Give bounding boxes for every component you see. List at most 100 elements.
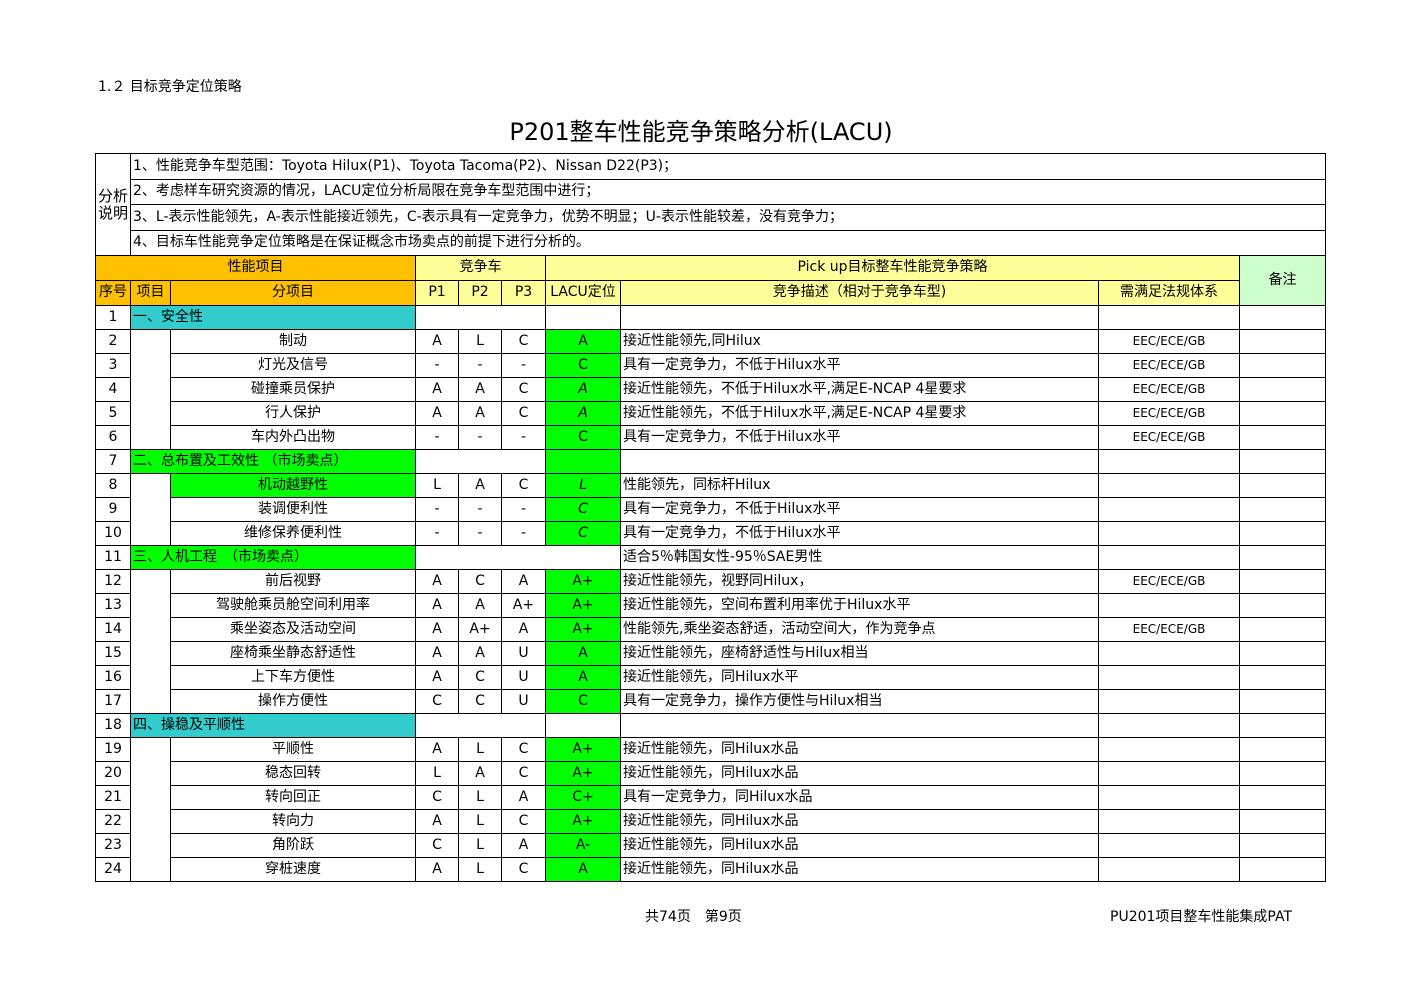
row-seq: 1: [95, 305, 131, 330]
row-p3: C: [501, 761, 546, 786]
row-subitem: 制动: [170, 329, 416, 354]
lacu-empty: [545, 449, 621, 474]
row-subitem: 座椅乘坐静态舒适性: [170, 641, 416, 666]
row-p2: C: [458, 665, 502, 690]
row-seq: 15: [95, 641, 131, 666]
row-subitem: 装调便利性: [170, 497, 416, 522]
empty-cell: [415, 713, 546, 738]
footer-project-name: PU201项目整车性能集成PAT: [1110, 909, 1292, 925]
row-remark: [1238, 377, 1327, 402]
row-remark: [1238, 425, 1327, 450]
row-reg: [1098, 761, 1240, 786]
row-p1: -: [415, 521, 459, 546]
row-p1: -: [415, 497, 459, 522]
row-reg: [1098, 737, 1240, 762]
row-lacu: A+: [545, 569, 621, 594]
row-p3: C: [501, 473, 546, 498]
category-label: 一、安全性: [130, 305, 416, 330]
row-seq: 6: [95, 425, 131, 450]
header-remark: 备注: [1238, 255, 1327, 306]
row-p1: A: [415, 857, 459, 882]
row-p3: -: [501, 497, 546, 522]
row-subitem: 灯光及信号: [170, 353, 416, 378]
row-reg: EEC/ECE/GB: [1098, 617, 1240, 642]
row-remark: [1238, 761, 1327, 786]
row-lacu: A: [545, 641, 621, 666]
row-p3: C: [501, 401, 546, 426]
explanation-line-1: 1、性能竞争车型范围：Toyota Hilux(P1)、Toyota Tacom…: [129, 153, 1327, 180]
row-p2: L: [458, 857, 502, 882]
row-p2: C: [458, 569, 502, 594]
row-subitem: 稳态回转: [170, 761, 416, 786]
row-seq: 5: [95, 401, 131, 426]
row-remark: [1238, 521, 1327, 546]
row-p2: A: [458, 377, 502, 402]
empty-cell: [620, 449, 1099, 474]
row-p1: A: [415, 809, 459, 834]
category-label: 四、操稳及平顺性: [130, 713, 416, 738]
row-p2: -: [458, 353, 502, 378]
row-seq: 17: [95, 689, 131, 714]
category-label: 二、总布置及工效性 （市场卖点）: [130, 449, 416, 474]
row-p2: L: [458, 785, 502, 810]
row-p3: A+: [501, 593, 546, 618]
row-p3: A: [501, 785, 546, 810]
lacu-empty: [545, 305, 621, 330]
row-p3: U: [501, 665, 546, 690]
row-lacu: A: [545, 857, 621, 882]
row-p1: -: [415, 425, 459, 450]
row-reg: [1098, 641, 1240, 666]
empty-cell: [415, 545, 621, 570]
header-seq: 序号: [95, 280, 131, 306]
row-lacu: A: [545, 401, 621, 426]
row-desc: 适合5％韩国女性-95％SAE男性: [620, 545, 1099, 570]
row-desc: 接近性能领先，空间布置利用率优于Hilux水平: [620, 593, 1099, 618]
row-p3: A: [501, 617, 546, 642]
row-desc: 接近性能领先，视野同Hilux，: [620, 569, 1099, 594]
row-remark: [1238, 857, 1327, 882]
row-seq: 8: [95, 473, 131, 498]
row-p1: L: [415, 761, 459, 786]
row-desc: 具有一定竞争力，不低于Hilux水平: [620, 425, 1099, 450]
row-p2: -: [458, 425, 502, 450]
row-subitem: 驾驶舱乘员舱空间利用率: [170, 593, 416, 618]
row-seq: 11: [95, 545, 131, 570]
lacu-empty: [545, 713, 621, 738]
row-seq: 19: [95, 737, 131, 762]
row-p1: A: [415, 569, 459, 594]
reg-empty: [1098, 545, 1240, 570]
row-p1: A: [415, 737, 459, 762]
row-p1: C: [415, 785, 459, 810]
row-seq: 2: [95, 329, 131, 354]
row-reg: EEC/ECE/GB: [1098, 353, 1240, 378]
row-desc: 接近性能领先，不低于Hilux水平,满足E-NCAP 4星要求: [620, 401, 1099, 426]
remark-empty: [1238, 305, 1327, 330]
reg-empty: [1098, 713, 1240, 738]
row-reg: EEC/ECE/GB: [1098, 377, 1240, 402]
row-lacu: C: [545, 689, 621, 714]
row-lacu: A+: [545, 617, 621, 642]
row-lacu: A: [545, 329, 621, 354]
row-p3: U: [501, 641, 546, 666]
row-p1: -: [415, 353, 459, 378]
header-p2: P2: [458, 280, 502, 306]
row-remark: [1238, 737, 1327, 762]
row-p2: A: [458, 641, 502, 666]
row-p1: A: [415, 329, 459, 354]
row-subitem: 乘坐姿态及活动空间: [170, 617, 416, 642]
row-p1: A: [415, 641, 459, 666]
row-remark: [1238, 689, 1327, 714]
row-p3: -: [501, 425, 546, 450]
explanation-line-2: 2、考虑样车研究资源的情况，LACU定位分析局限在竞争车型范围中进行；: [129, 179, 1327, 205]
header-lacu: LACU定位: [545, 280, 621, 306]
